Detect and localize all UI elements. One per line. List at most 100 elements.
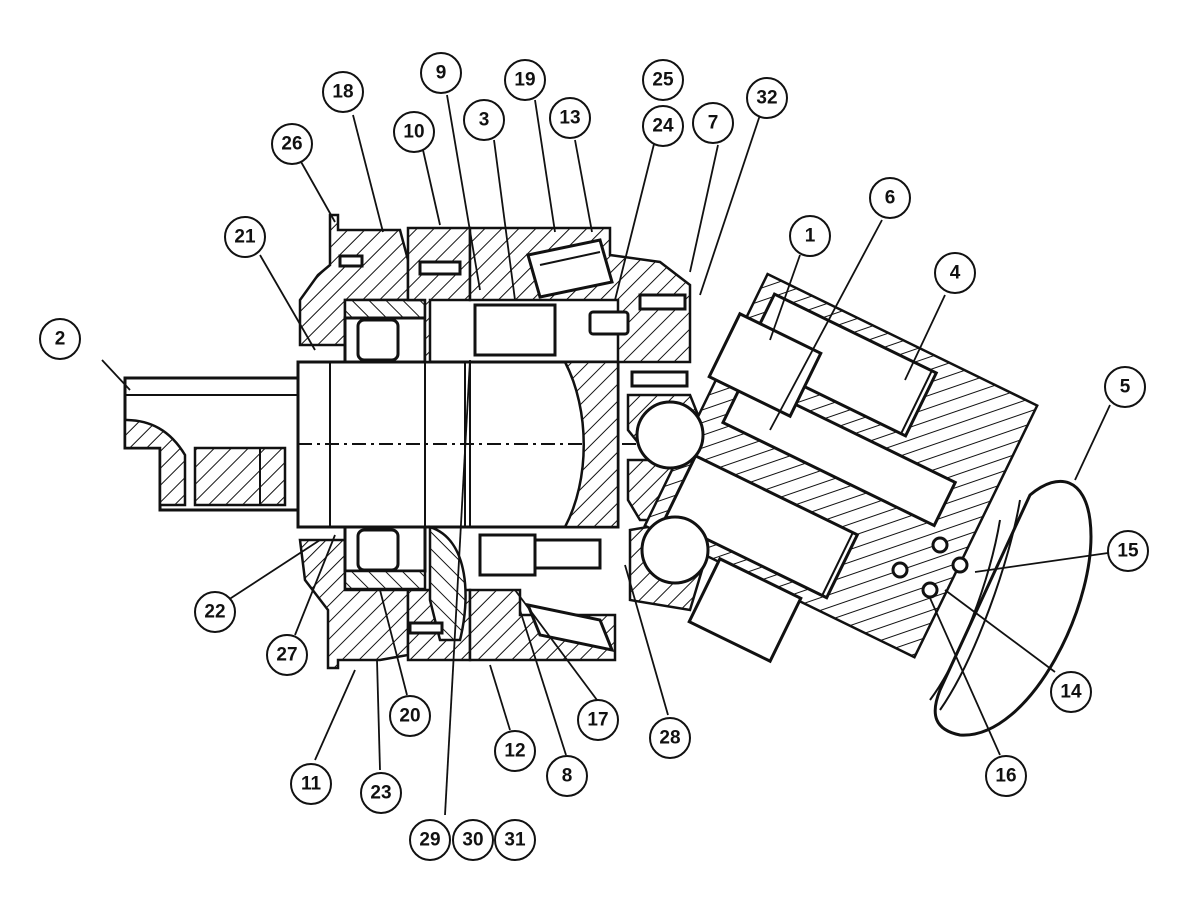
callout-circle (420, 52, 462, 94)
callout-circle (494, 730, 536, 772)
callout-13: 13 (549, 97, 591, 139)
callout-28: 28 (649, 717, 691, 759)
callout-4: 4 (934, 252, 976, 294)
spring-assembly (891, 536, 969, 599)
callout-30: 30 (452, 819, 494, 861)
callout-circle (985, 755, 1027, 797)
main-housing (298, 213, 692, 670)
callout-number: 21 (234, 227, 256, 248)
callout-number: 12 (504, 741, 525, 762)
callout-number: 24 (652, 116, 674, 137)
main-shaft (296, 360, 640, 529)
drive-shaft (123, 376, 302, 512)
callout-number: 23 (370, 783, 391, 804)
callout-26: 26 (271, 123, 313, 165)
callout-14: 14 (1050, 671, 1092, 713)
callout-circle (546, 755, 588, 797)
callout-number: 28 (659, 728, 680, 749)
callout-circle (271, 123, 313, 165)
callout-circle (409, 819, 451, 861)
callout-number: 31 (504, 830, 526, 851)
callout-number: 26 (281, 134, 302, 155)
callout-circle (789, 215, 831, 257)
callout-25: 25 (642, 59, 684, 101)
callout-7: 7 (692, 102, 734, 144)
callout-circle (266, 634, 308, 676)
callout-10: 10 (393, 111, 435, 153)
callout-16: 16 (985, 755, 1027, 797)
pistons (687, 311, 823, 664)
callout-9: 9 (420, 52, 462, 94)
callout-3: 3 (463, 99, 505, 141)
callout-number: 1 (805, 226, 816, 247)
callout-number: 14 (1060, 682, 1082, 703)
callout-number: 2 (55, 329, 66, 350)
callout-15: 15 (1107, 530, 1149, 572)
callout-number: 7 (708, 113, 719, 134)
callout-circle (39, 318, 81, 360)
callout-circle (649, 717, 691, 759)
callout-23: 23 (360, 772, 402, 814)
callout-19: 19 (504, 59, 546, 101)
callout-number: 10 (403, 122, 424, 143)
callout-32: 32 (746, 77, 788, 119)
callout-20: 20 (389, 695, 431, 737)
callout-circle (494, 819, 536, 861)
callout-number: 4 (950, 263, 961, 284)
callout-circle (360, 772, 402, 814)
callout-circle (1107, 530, 1149, 572)
callout-circle (746, 77, 788, 119)
callout-1: 1 (789, 215, 831, 257)
callout-number: 17 (587, 710, 608, 731)
callout-8: 8 (546, 755, 588, 797)
callout-number: 9 (436, 63, 447, 84)
piston-balls (635, 400, 710, 585)
callout-number: 20 (399, 706, 420, 727)
callout-number: 6 (885, 188, 896, 209)
callout-circle (934, 252, 976, 294)
callout-12: 12 (494, 730, 536, 772)
callout-number: 11 (301, 774, 322, 795)
callout-17: 17 (577, 699, 619, 741)
callout-circle (389, 695, 431, 737)
callout-24: 24 (642, 105, 684, 147)
callout-circle (463, 99, 505, 141)
callout-number: 8 (562, 766, 573, 787)
callout-29: 29 (409, 819, 451, 861)
callout-number: 27 (276, 645, 297, 666)
callout-number: 15 (1117, 541, 1139, 562)
callout-circle (692, 102, 734, 144)
callout-number: 5 (1120, 377, 1131, 398)
callout-circle (452, 819, 494, 861)
callout-number: 3 (479, 110, 490, 131)
callout-circle (1050, 671, 1092, 713)
callout-circle (504, 59, 546, 101)
callout-number: 13 (559, 108, 580, 129)
callout-number: 22 (204, 602, 225, 623)
callout-number: 30 (462, 830, 483, 851)
callout-18: 18 (322, 71, 364, 113)
callout-22: 22 (194, 591, 236, 633)
callout-5: 5 (1104, 366, 1146, 408)
callout-circle (194, 591, 236, 633)
callout-number: 32 (756, 88, 777, 109)
callout-circle (290, 763, 332, 805)
callout-number: 19 (514, 70, 535, 91)
callout-31: 31 (494, 819, 536, 861)
end-cover (929, 479, 1093, 737)
callout-circle (869, 177, 911, 219)
callout-number: 25 (652, 70, 674, 91)
callout-circle (224, 216, 266, 258)
callout-number: 29 (419, 830, 440, 851)
callout-circle (1104, 366, 1146, 408)
callout-number: 16 (995, 766, 1016, 787)
leader-lines (101, 94, 1111, 816)
callout-circle (393, 111, 435, 153)
callout-11: 11 (290, 763, 332, 805)
callout-circle (577, 699, 619, 741)
callout-circle (322, 71, 364, 113)
callout-bubbles: 1234567891011121314151617181920212223242… (39, 52, 1149, 861)
callout-circle (549, 97, 591, 139)
